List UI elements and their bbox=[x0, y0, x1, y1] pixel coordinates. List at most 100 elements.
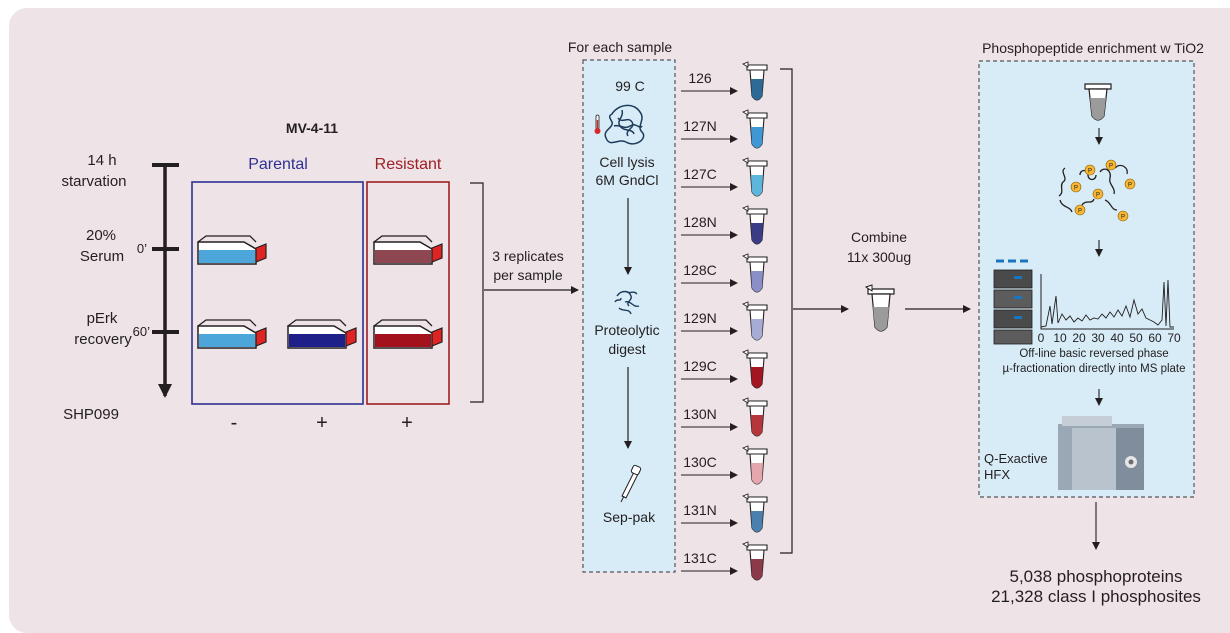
tmt-channel-130c: 130C bbox=[681, 445, 768, 485]
hplc-instrument-icon bbox=[993, 259, 1033, 345]
svg-text:P: P bbox=[1109, 164, 1113, 170]
tmt-channel-label: 131N bbox=[683, 502, 716, 518]
phospho-group-icon: P bbox=[1105, 159, 1117, 171]
label-recovery-1: pErk bbox=[87, 310, 118, 327]
tmt-tube-icon bbox=[741, 397, 768, 437]
time-60-label: 60’ bbox=[133, 324, 150, 339]
enrichment-tube-icon bbox=[1084, 83, 1112, 121]
tmt-channel-label: 127N bbox=[683, 118, 716, 134]
tmt-tube-icon bbox=[741, 61, 768, 101]
svg-text:P: P bbox=[1074, 186, 1078, 192]
svg-text:P: P bbox=[1128, 183, 1132, 189]
sign-parental-minus: - bbox=[231, 412, 238, 434]
svg-text:P: P bbox=[1078, 209, 1082, 215]
lysis-label-1: Cell lysis bbox=[599, 154, 654, 170]
tmt-channel-131c: 131C bbox=[681, 541, 768, 581]
time-0-label: 0’ bbox=[137, 241, 147, 256]
enrichment-header: Phosphopeptide enrichment w TiO2 bbox=[982, 40, 1204, 56]
tmt-channel-label: 128C bbox=[683, 262, 716, 278]
tmt-channel-label: 127C bbox=[683, 166, 716, 182]
timeline bbox=[152, 163, 179, 398]
tmt-tube-icon bbox=[741, 493, 768, 533]
shp099-label: SHP099 bbox=[63, 406, 119, 423]
tmt-channel-131n: 131N bbox=[681, 493, 768, 533]
temperature-label: 99 C bbox=[615, 78, 645, 94]
tmt-channel-label: 128N bbox=[683, 214, 716, 230]
chromatogram-tick-label: 20 bbox=[1072, 331, 1086, 345]
svg-text:P: P bbox=[1088, 169, 1092, 175]
tmt-tube-icon bbox=[741, 301, 768, 341]
tmt-tube-icon bbox=[741, 349, 768, 389]
ms-label-1: Q-Exactive bbox=[984, 451, 1048, 466]
replicates-bracket bbox=[470, 182, 484, 403]
resistant-box bbox=[366, 181, 450, 405]
tmt-channel-label: 129N bbox=[683, 310, 716, 326]
svg-text:P: P bbox=[1121, 215, 1125, 221]
tmt-tube-icon bbox=[741, 109, 768, 149]
results-sites: 21,328 class I phosphosites bbox=[991, 587, 1201, 606]
chromatogram-tick-label: 10 bbox=[1053, 331, 1067, 345]
tmt-tube-icon bbox=[741, 157, 768, 197]
combine-label-2: 11x 300ug bbox=[847, 249, 911, 265]
phosphopeptides-icon bbox=[1058, 164, 1128, 213]
parental-label: Parental bbox=[248, 156, 308, 173]
digest-label-1: Proteolytic bbox=[594, 322, 659, 338]
parental-box bbox=[191, 181, 364, 405]
phospho-group-icon: P bbox=[1074, 204, 1086, 216]
phospho-group-icon: P bbox=[1070, 181, 1082, 193]
sample-prep-header: For each sample bbox=[568, 39, 672, 55]
chromatogram-tick-label: 50 bbox=[1129, 331, 1143, 345]
seppak-label: Sep-pak bbox=[603, 509, 656, 525]
ms-label-2: HFX bbox=[984, 467, 1010, 482]
tmt-channel-129n: 129N bbox=[681, 301, 768, 341]
resistant-label: Resistant bbox=[375, 156, 442, 173]
tmt-channel-list: 126 127N 127C 128N 128C 129N 129C 130N 130C 131N 1… bbox=[681, 61, 768, 581]
fractionation-label-1: Off-line basic reversed phase bbox=[1019, 348, 1168, 360]
sample-prep-panel bbox=[582, 59, 676, 573]
tmt-channel-label: 130N bbox=[683, 406, 716, 422]
phospho-group-icon: P bbox=[1117, 210, 1129, 222]
lysis-label-2: 6M GndCl bbox=[595, 172, 658, 188]
label-serum-1: 20% bbox=[86, 227, 116, 244]
mass-spectrometer-icon bbox=[1058, 416, 1144, 490]
thermometer-icon bbox=[594, 114, 601, 134]
flask-parental-0 bbox=[197, 235, 267, 265]
label-recovery-2: recovery bbox=[74, 331, 132, 348]
phospho-group-icon: P bbox=[1084, 164, 1096, 176]
tmt-tube-icon bbox=[741, 205, 768, 245]
tmt-tube-icon bbox=[741, 445, 768, 485]
combine-label-1: Combine bbox=[851, 229, 907, 245]
sign-resistant-plus: + bbox=[401, 412, 413, 434]
tmt-channel-label: 131C bbox=[683, 550, 716, 566]
replicates-label-2: per sample bbox=[493, 267, 562, 283]
chromatogram-tick-label: 60 bbox=[1148, 331, 1162, 345]
cell-line-title: MV-4-11 bbox=[286, 120, 338, 136]
fractionation-label-2: µ-fractionation directly into MS plate bbox=[1002, 363, 1185, 375]
combined-tube-icon bbox=[864, 284, 895, 332]
digest-label-2: digest bbox=[608, 341, 645, 357]
tmt-channel-128n: 128N bbox=[681, 205, 768, 245]
chromatogram-tick-label: 40 bbox=[1110, 331, 1124, 345]
tmt-channel-127n: 127N bbox=[681, 109, 768, 149]
results-proteins: 5,038 phosphoproteins bbox=[1010, 567, 1183, 586]
seppak-cartridge-icon bbox=[620, 464, 642, 503]
tmt-channel-label: 126 bbox=[688, 70, 712, 86]
channels-bracket bbox=[780, 68, 793, 554]
flask-parental-60-plus bbox=[287, 319, 357, 349]
tmt-tube-icon bbox=[741, 253, 768, 293]
tmt-tube-icon bbox=[741, 541, 768, 581]
chromatogram-tick-label: 0 bbox=[1038, 331, 1045, 345]
chromatogram-tick-label: 70 bbox=[1167, 331, 1181, 345]
replicates-label-1: 3 replicates bbox=[492, 248, 564, 264]
chromatogram bbox=[1040, 274, 1174, 330]
protein-icon bbox=[604, 104, 645, 145]
phospho-group-icon: P bbox=[1124, 178, 1136, 190]
tmt-channel-128c: 128C bbox=[681, 253, 768, 293]
label-serum-2: Serum bbox=[80, 248, 124, 265]
tmt-channel-127c: 127C bbox=[681, 157, 768, 197]
label-starvation-2: starvation bbox=[61, 173, 126, 190]
tmt-channel-label: 129C bbox=[683, 358, 716, 374]
